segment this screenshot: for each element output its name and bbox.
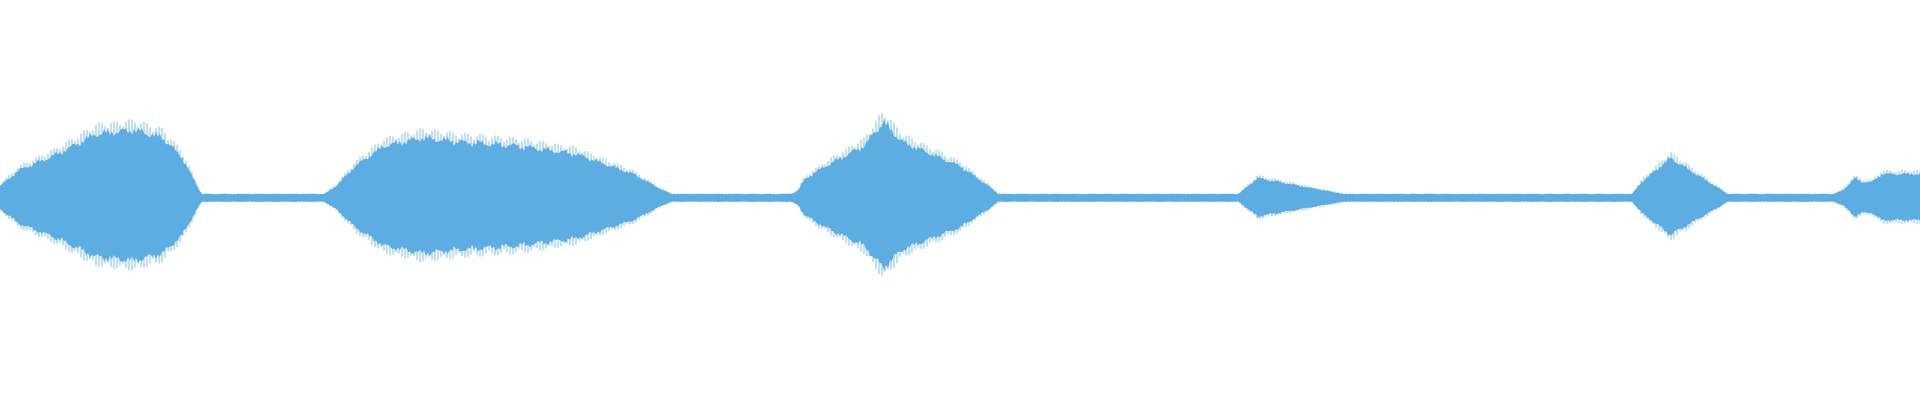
waveform-detail-strokes [0, 112, 1920, 277]
